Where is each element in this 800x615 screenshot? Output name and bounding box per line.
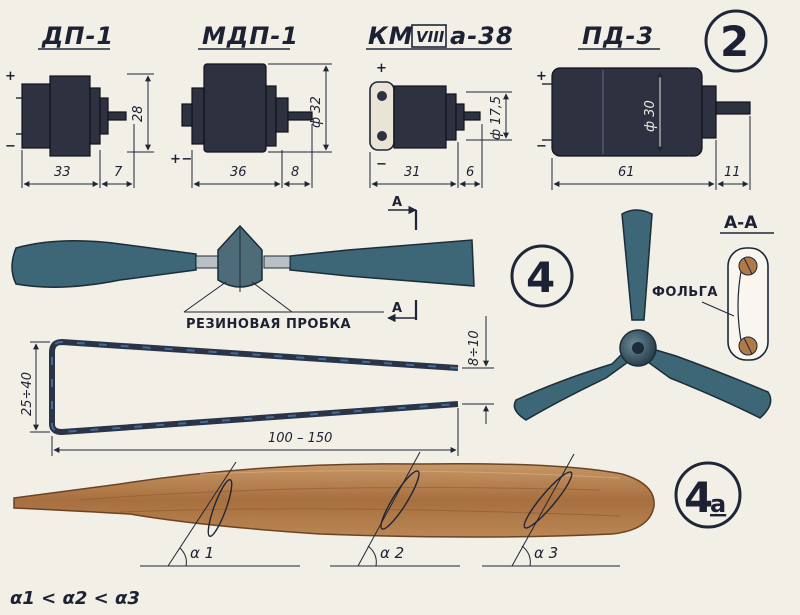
motor-mdp1-title: МДП-1 [202, 22, 299, 50]
section-title: А-А [724, 213, 758, 233]
section-cut-bottom-label: А [392, 301, 403, 316]
motor-km-collar [455, 103, 465, 131]
motor-pd3-shaft-length: 11 [724, 165, 741, 180]
motor-dp1-shaft [107, 111, 127, 121]
motor-dp1-shaft-length: 7 [114, 165, 123, 180]
motor-km-minus: − [376, 157, 387, 172]
motor-pd3-title: ПД-3 [582, 22, 654, 50]
motor-km-body [393, 85, 447, 149]
motor-mdp1-diameter: ф 32 [309, 96, 324, 128]
motor-km-diameter: ф 17,5 [489, 96, 504, 140]
motor-mdp1-terminal [181, 103, 193, 127]
motor-pd3-diameter: ф 30 [643, 100, 658, 132]
motor-pd3-body [551, 67, 703, 157]
three-blade-propeller [513, 209, 772, 421]
top-blade [621, 209, 653, 321]
right-lower-blade [646, 349, 772, 419]
motor-km-plus: + [376, 61, 387, 76]
motor-dp1-body [49, 75, 91, 157]
polarity-plus: + [5, 69, 16, 84]
motor-pd3-flange [701, 85, 717, 139]
motor-km-title-suffix: а-38 [450, 22, 514, 50]
motor-dp1-body-rear [21, 83, 51, 149]
hub-label: РЕЗИНОВАЯ ПРОБКА [186, 317, 351, 332]
badge-4-text: 4 [526, 253, 555, 302]
angle-relation: α1 < α2 < α3 [10, 588, 140, 609]
left-lower-blade [513, 350, 629, 421]
wire-template: 25÷40 8÷10 100 – 150 [20, 316, 494, 456]
two-blade-propeller: А А РЕЗИНОВАЯ ПРОБКА [11, 195, 475, 332]
badge-2-text: 2 [720, 17, 749, 66]
section-cut-top-label: А [392, 195, 403, 210]
angle-label-3: α 3 [534, 544, 558, 562]
motor-km-length: 31 [404, 165, 421, 180]
angle-label-2: α 2 [380, 544, 404, 562]
badge-4a-text: 4 [684, 473, 713, 522]
right-shaft [263, 255, 291, 269]
motor-dp1-length: 33 [54, 165, 71, 180]
figure-badge-4: 4 [510, 244, 574, 308]
motor-dp1-bearing [89, 87, 101, 145]
section-outline [727, 247, 769, 361]
motor-km-flange [445, 93, 457, 141]
section-1-icon [207, 479, 233, 537]
motor-dp1: ДП-1 + − 28 33 7 [5, 22, 154, 188]
motor-pd3-minus: − [536, 139, 547, 154]
motor-mdp1-shaft-length: 8 [291, 165, 299, 180]
motor-mdp1-endcap [191, 87, 205, 145]
motor-km-shaft-length: 6 [466, 165, 474, 180]
section-aa: А-А ФОЛЬГА [652, 213, 774, 361]
foil-label: ФОЛЬГА [652, 285, 718, 300]
motor-mdp1-shaft [287, 111, 313, 121]
roman-numeral-box [411, 24, 447, 48]
motor-pd3-shaft [715, 101, 751, 115]
template-length: 100 – 150 [268, 431, 332, 446]
motor-pd3: ПД-3 + − ф 30 61 11 [536, 22, 751, 190]
left-shaft [195, 255, 219, 269]
motor-pd3-plus: + [536, 69, 547, 84]
polarity-minus: − [5, 139, 16, 154]
motor-km8a38: КМ VIII а-38 + − ф 17,5 31 6 [366, 22, 514, 188]
section-3-icon [523, 471, 573, 529]
left-blade [11, 240, 197, 288]
motor-pd3-length: 61 [618, 165, 635, 180]
figure-badge-2: 2 [704, 9, 768, 73]
motor-mdp1-body [203, 63, 267, 153]
wooden-blade: α 1 α 2 α 3 α1 < α2 < α3 [10, 451, 655, 609]
badge-4a-sub: а [710, 490, 726, 518]
wood-blade-body [13, 462, 655, 538]
motor-km-title-boxed: VIII [416, 28, 445, 46]
angle-label-1: α 1 [190, 544, 214, 562]
screw-icon [377, 131, 387, 141]
figure-badge-4a: 4 а [674, 461, 742, 529]
motor-mdp1-collar [275, 97, 289, 133]
motor-mdp1-polarity: +− [170, 152, 193, 167]
right-blade [289, 239, 475, 287]
motor-km-title-prefix: КМ [368, 22, 414, 50]
screw-icon [377, 91, 387, 101]
motor-mdp1-length: 36 [230, 165, 247, 180]
motor-mdp1-flange [265, 85, 277, 147]
section-2-icon [380, 470, 420, 530]
template-height: 25÷40 [20, 372, 35, 416]
motor-dp1-diameter: 28 [131, 105, 146, 122]
motor-dp1-title: ДП-1 [41, 22, 114, 50]
motor-mdp1: МДП-1 +− ф 32 36 8 [170, 22, 332, 188]
template-end-gap: 8÷10 [467, 330, 482, 366]
motor-dp1-collar [99, 97, 109, 135]
motor-km-shaft [463, 111, 481, 121]
